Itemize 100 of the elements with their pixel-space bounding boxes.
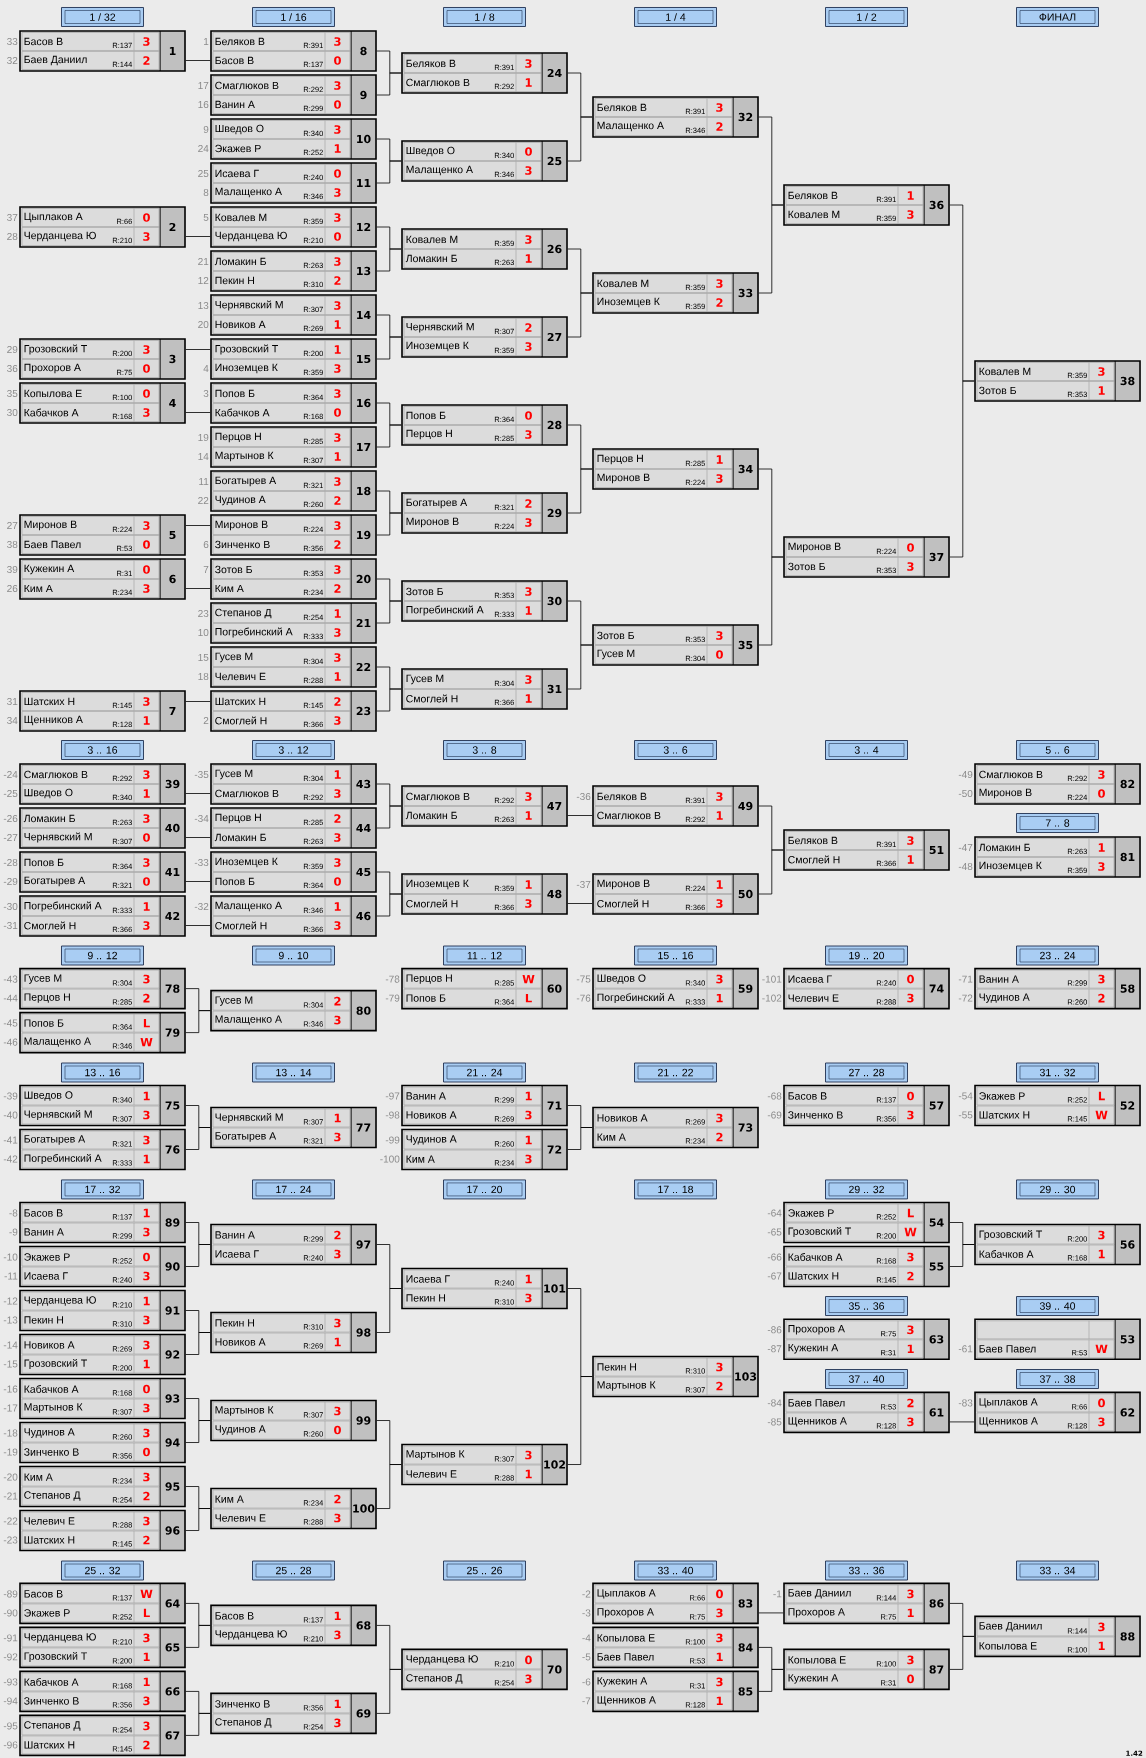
score: 3	[334, 716, 341, 725]
bracket-line	[185, 1244, 211, 1267]
bracket-line	[567, 1376, 593, 1465]
player-name: Попов Б	[406, 411, 446, 420]
score: 0	[1098, 1398, 1105, 1408]
player-row	[212, 1713, 351, 1733]
bracket-line	[758, 1612, 784, 1614]
seed-number: -89	[3, 1590, 18, 1598]
player-name: Кужекин А	[597, 1677, 648, 1687]
score: 0	[143, 1384, 150, 1394]
score: 0	[334, 408, 341, 417]
player-name: Ковалев М	[215, 213, 267, 222]
player-name: Малащенко А	[597, 121, 664, 132]
seed-number: -91	[3, 1634, 18, 1642]
bracket-line	[376, 424, 402, 448]
player-name: Черданцева Ю	[215, 231, 287, 242]
round-header: 1 / 2	[825, 7, 908, 27]
score: W	[904, 1227, 917, 1237]
player-name: Прохоров А	[597, 1608, 654, 1618]
score: 3	[143, 921, 150, 930]
score: 3	[143, 1472, 150, 1482]
player-name: Пекин Н	[406, 1294, 445, 1302]
round-header: 3 .. 12	[252, 740, 335, 760]
round-header: ФИНАЛ	[1016, 7, 1099, 27]
score: 3	[143, 974, 150, 984]
player-name: Щенников А	[979, 1417, 1038, 1427]
seed-number: -16	[3, 1385, 18, 1393]
player-row	[403, 1669, 542, 1689]
player-row	[785, 557, 924, 576]
score: 0	[334, 100, 341, 109]
player-row	[212, 1606, 351, 1626]
player-name: Чудинов А	[406, 1135, 457, 1145]
player-row	[212, 516, 351, 535]
score: 3	[716, 631, 723, 640]
seed-number: 30	[7, 408, 18, 417]
score: 1	[334, 1611, 341, 1621]
score: 3	[143, 1633, 150, 1643]
seed-number: 3	[203, 389, 209, 398]
score: 3	[716, 279, 723, 288]
round-header: 15 .. 16	[634, 945, 717, 966]
score: 1	[525, 1091, 532, 1101]
score: 3	[334, 858, 341, 867]
player-name: Кабачков А	[24, 408, 79, 417]
score: W	[140, 1037, 153, 1047]
score: 1	[907, 1608, 914, 1618]
bracket-line	[376, 1464, 402, 1509]
score: 2	[716, 1381, 723, 1391]
player-row	[785, 205, 924, 224]
score: 1	[334, 1699, 341, 1709]
score: 3	[716, 899, 723, 908]
score: 1	[334, 144, 341, 153]
score: 2	[143, 56, 150, 65]
round-header: 37 .. 38	[1016, 1369, 1099, 1389]
score: 3	[716, 103, 723, 112]
score: 2	[525, 499, 532, 508]
player-name: Черданцева Ю	[215, 1630, 287, 1640]
player-name: Ким А	[215, 1495, 244, 1503]
player-row	[594, 450, 733, 469]
round-header: 13 .. 16	[61, 1062, 144, 1083]
seed-number: 18	[198, 672, 209, 681]
player-name: Копылова Е	[788, 1656, 846, 1664]
seed-number: -21	[3, 1492, 18, 1500]
player-name: Чудинов А	[24, 1428, 75, 1438]
round-header: 1 / 4	[634, 7, 717, 27]
player-row	[212, 1127, 351, 1147]
bracket-line	[567, 1127, 593, 1150]
player-row	[212, 828, 351, 847]
seed-number: -76	[576, 994, 591, 1002]
player-name: Перцов Н	[215, 813, 261, 824]
seed-number: -90	[3, 1609, 18, 1617]
round-header: 37 .. 40	[825, 1369, 908, 1389]
seed-number: 20	[198, 320, 209, 329]
seed-number: -25	[3, 789, 18, 798]
player-name: Миронов В	[597, 879, 650, 890]
score: 3	[143, 408, 150, 417]
score: 1	[143, 1208, 150, 1218]
seed-number: -94	[3, 1697, 18, 1705]
seed-number: 13	[198, 301, 209, 310]
round-header: 17 .. 20	[443, 1179, 526, 1200]
score: L	[907, 1208, 914, 1218]
player-name: Беляков В	[597, 103, 647, 112]
player-name: Малащенко А	[215, 187, 282, 198]
player-name: Щенников А	[597, 1696, 656, 1706]
seed-number: -47	[958, 844, 973, 851]
score: 2	[143, 1535, 150, 1545]
player-row	[594, 293, 733, 312]
bracket-line	[567, 903, 593, 904]
player-name: Беляков В	[788, 836, 838, 845]
player-name: Ванин А	[24, 1228, 64, 1236]
player-name: Погребинский А	[215, 627, 293, 638]
round-header: 19 .. 20	[825, 945, 908, 966]
seed-number: 37	[7, 213, 18, 222]
player-row	[212, 1313, 351, 1333]
round-header: 5 .. 6	[1016, 740, 1099, 760]
seed-number: -32	[194, 902, 209, 911]
seed-number: -40	[3, 1111, 18, 1119]
score: 3	[143, 1315, 150, 1325]
bracket-line	[185, 412, 211, 413]
seed-number: 11	[199, 478, 209, 485]
seed-number: -13	[3, 1316, 18, 1324]
